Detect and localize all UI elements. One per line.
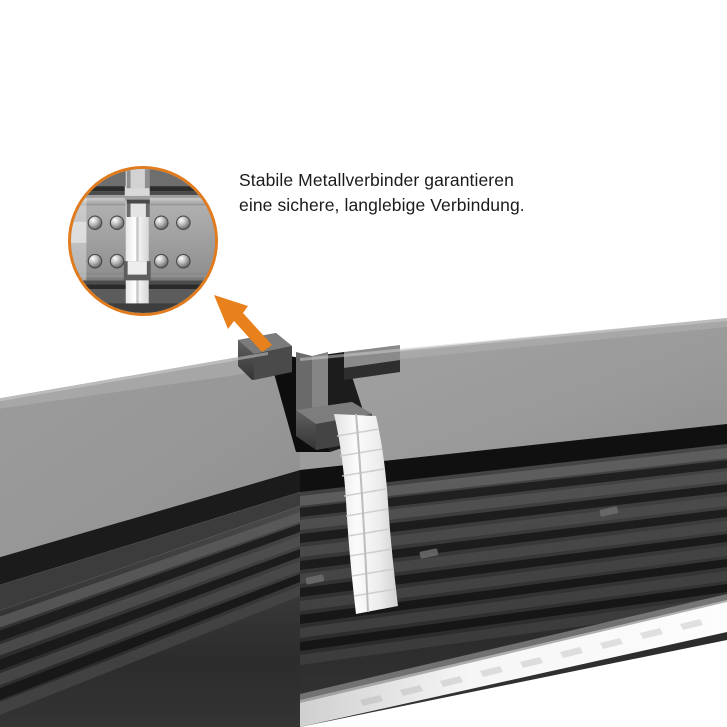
caption-text: Stabile Metallverbinder garantieren eine… (239, 170, 525, 215)
rivet-row-upper (87, 215, 191, 231)
bottom-highlight-rail (300, 594, 727, 727)
left-deck-panel (0, 352, 300, 558)
rivet-row-lower (87, 253, 191, 269)
magnifier-callout-circle (68, 166, 218, 316)
white-strap (334, 413, 398, 614)
left-deck-front-edge (0, 470, 300, 611)
left-side-ribbed-profile (0, 506, 300, 727)
callout-detail-drawing (71, 169, 215, 313)
front-rail-rivet-marks (305, 506, 619, 585)
deck-edge-highlights (0, 318, 727, 402)
